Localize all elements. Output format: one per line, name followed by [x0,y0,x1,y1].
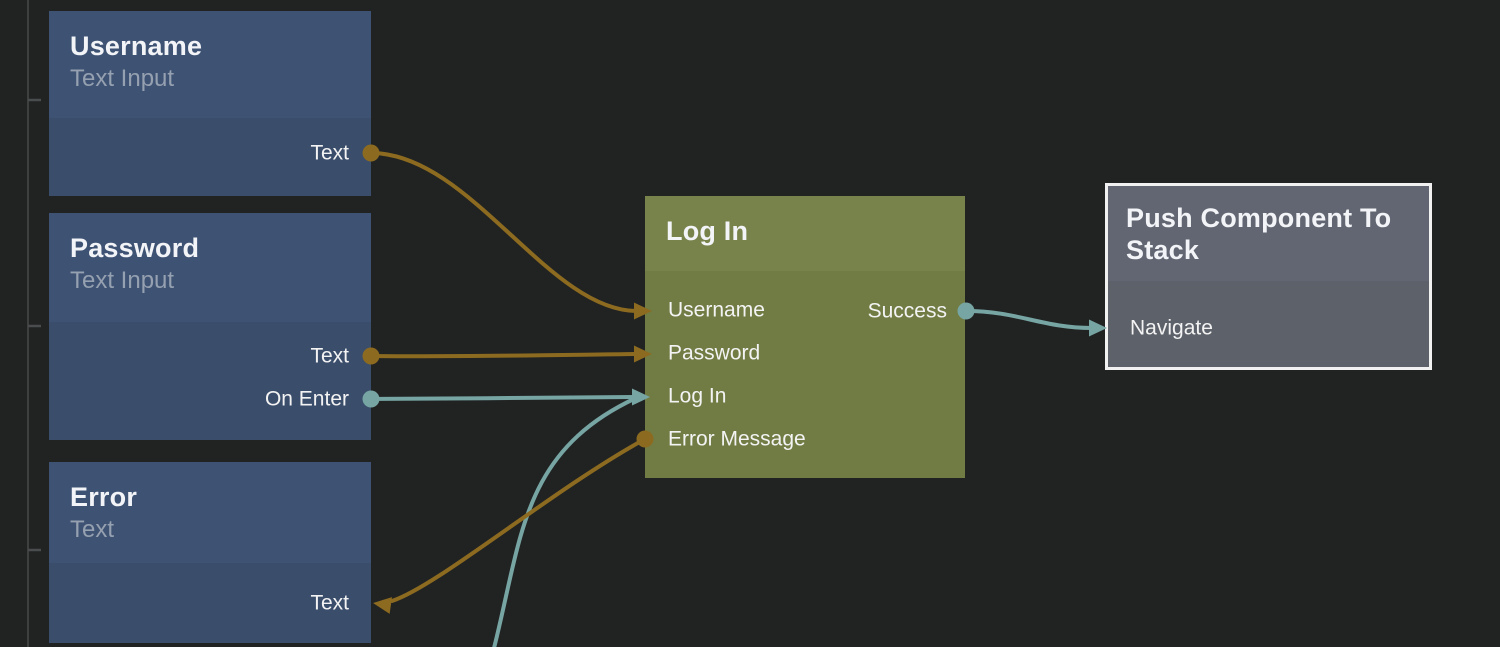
wire-username-text-to-login-username[interactable] [369,151,639,313]
node-title: Password [70,233,200,263]
node-body [49,118,371,196]
port-error-text[interactable]: Text [310,591,349,615]
arrowhead-login-errormessage-to-error-text [373,597,393,614]
port-push-component-to-stack-navigate[interactable]: Navigate [1130,316,1213,340]
port-login-username[interactable]: Username [668,298,765,322]
node-header: Log In [645,196,965,271]
node-subtitle: Text Input [70,267,175,294]
port-login-password[interactable]: Password [668,341,761,365]
node-title: Username [70,31,203,61]
port-username-text[interactable]: Text [310,141,349,165]
node-title: Push Component To Stack [1126,203,1392,265]
wire-login-success-to-push-navigate[interactable] [964,309,1094,330]
port-login-log-in[interactable]: Log In [668,384,727,408]
node-subtitle: Text Input [70,65,175,92]
wire-password-text-to-login-password[interactable] [369,352,639,359]
node-title: Error [70,482,138,512]
port-login-success[interactable]: Success [867,299,947,323]
port-login-error-message[interactable]: Error Message [668,427,806,451]
node-header: Push Component To Stack [1105,183,1432,281]
port-password-on-enter[interactable]: On Enter [264,387,349,411]
port-password-text[interactable]: Text [310,344,349,368]
node-title: Log In [666,216,749,246]
wire-login-errormessage-to-error-text[interactable] [390,437,647,603]
node-body [1105,281,1432,370]
wire-offscreen-bottom-to-login-login[interactable] [492,396,638,647]
node-body [49,322,371,440]
node-subtitle: Text [70,516,115,543]
node-body [49,563,371,643]
wire-password-onenter-to-login-login[interactable] [369,395,636,401]
node-body [645,271,965,478]
